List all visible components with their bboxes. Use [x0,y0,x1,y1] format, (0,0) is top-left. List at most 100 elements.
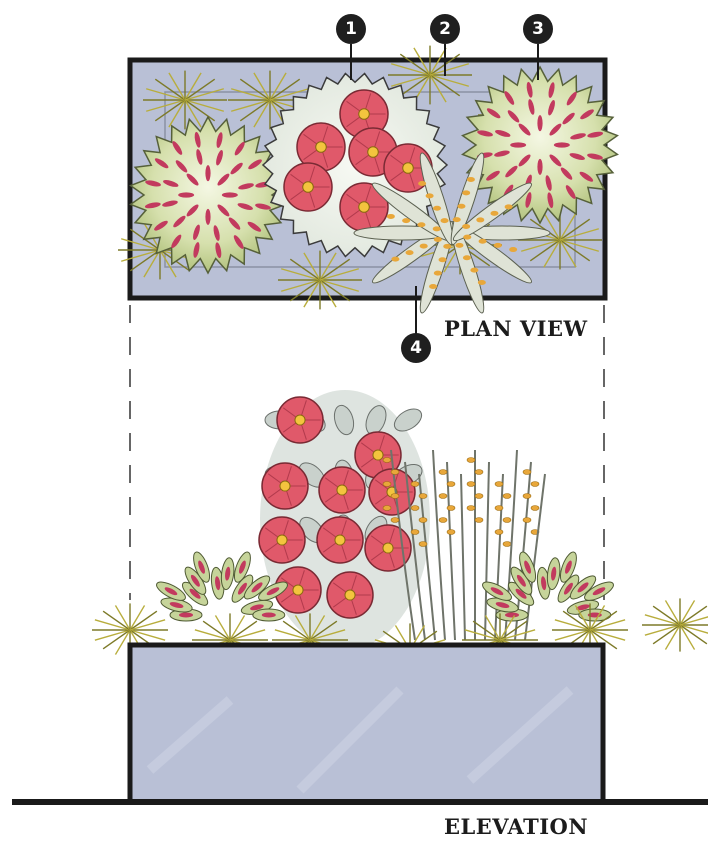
grass-blade [103,630,130,649]
grain-seed [406,250,414,255]
grain-seed [467,482,475,487]
grain-seed [433,206,441,211]
grain-seed [490,211,498,216]
grain-seed [418,181,426,186]
sunburst-stripe [505,613,519,618]
grain-seed [523,470,531,475]
grain-seed [470,268,478,273]
grain-seed [429,284,437,289]
grain-seed [462,190,470,195]
grain-seed [505,204,513,209]
grass-blade [203,621,230,640]
flower-center [359,109,370,120]
grain-seed [475,494,483,499]
stripe-mark-4 [510,142,526,147]
grain-seed [426,193,434,198]
grain-seed [467,506,475,511]
grain-seed [503,542,511,547]
grain-seed [383,482,391,487]
grass-blade [680,625,707,644]
grain-seed [467,458,475,463]
grain-seed [411,482,419,487]
elevation-flower-5 [259,517,305,563]
grain-seed [463,235,471,240]
grain-seed [439,518,447,523]
flower-center [359,202,370,213]
grain-seed [439,470,447,475]
flower-center [403,163,414,174]
grain-seed [531,506,539,511]
plan-grass-tuft-5 [278,251,362,310]
grass-blade [680,606,707,625]
grain-seed [383,458,391,463]
grain-seed [443,244,451,249]
flower-center [280,481,290,491]
flower-center [293,585,303,595]
grass-blade [103,611,130,630]
plan-grass-tuft-4 [518,211,602,270]
grain-seed [495,506,503,511]
grain-seed [475,518,483,523]
grain-seed [455,243,463,248]
grain-stem-7 [485,462,489,640]
grain-seed [441,218,449,223]
elevation-label: ELEVATION [444,814,588,839]
flower-center [368,147,379,158]
grain-seed [509,247,517,252]
flower-center [383,543,393,553]
grain-seed [447,530,455,535]
grain-seed [419,518,427,523]
elevation-flower-2 [262,463,308,509]
callout-marker-2: 2 [430,14,460,44]
stripe-mark-0 [554,142,570,147]
grain-seed [523,518,531,523]
plan-view [118,46,617,315]
grain-seed [495,530,503,535]
grass-blade [653,625,680,644]
grain-seed [475,470,483,475]
grain-seed [503,518,511,523]
stripe-mark-0 [222,192,238,197]
grain-seed [478,280,486,285]
sunburst-stripe [262,613,276,618]
stripe-mark-4 [178,192,194,197]
plan-grass-tuft-0 [143,71,227,130]
grain-seed [402,218,410,223]
grain-seed [391,494,399,499]
grain-seed [419,494,427,499]
grain-seed [391,470,399,475]
plan-flower-3 [284,163,332,211]
grain-seed [447,482,455,487]
grass-blade [680,615,708,625]
elevation-flower-6 [317,517,363,563]
grain-seed [467,177,475,182]
flower-center [345,590,355,600]
elevation-flower-0 [277,397,323,443]
grain-seed [523,494,531,499]
callout-marker-1: 1 [336,14,366,44]
flower-center [337,485,347,495]
grain-seed [419,542,427,547]
flower-center [277,535,287,545]
plan-view-label: PLAN VIEW [444,316,588,341]
grain-seed [457,204,465,209]
grain-seed [383,506,391,511]
grain-stem-3 [433,450,445,640]
grain-seed [495,482,503,487]
grain-seed [391,518,399,523]
grain-seed [391,257,399,262]
grain-stem-5 [461,474,465,640]
grain-seed [439,257,447,262]
grain-seed [453,217,461,222]
callout-marker-3: 3 [523,14,553,44]
flower-center [373,450,383,460]
stripe-mark-2 [205,209,210,225]
stripe-mark-6 [537,115,542,131]
elevation-flower-9 [327,572,373,618]
grain-seed [387,214,395,219]
grain-seed [476,217,484,222]
grain-seed [462,224,470,229]
grain-seed [447,506,455,511]
callout-marker-4: 4 [401,333,431,363]
